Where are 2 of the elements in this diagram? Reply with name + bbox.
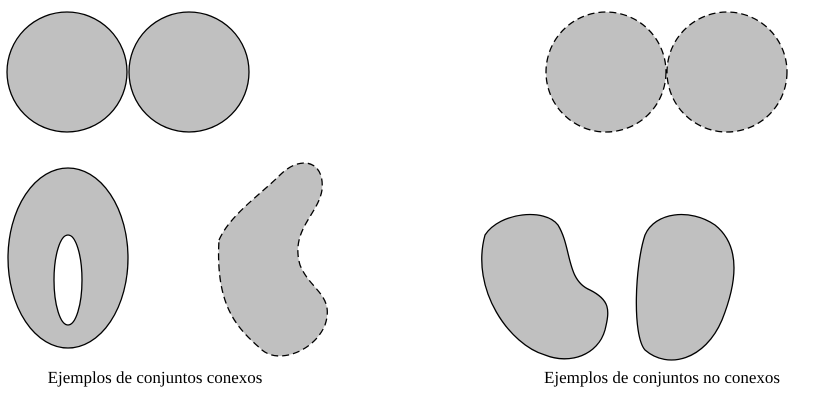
caption: Ejemplos de conjuntos conexos — [48, 368, 262, 388]
caption: Ejemplos de conjuntos no conexos — [544, 368, 780, 388]
